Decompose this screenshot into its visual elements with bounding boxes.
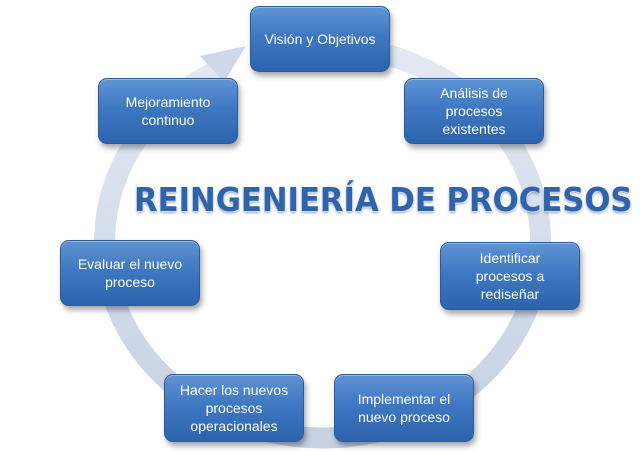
diagram-title: REINGENIERÍA DE PROCESOS xyxy=(134,180,633,219)
step-evaluar-proceso: Evaluar el nuevo proceso xyxy=(60,240,200,306)
step-implementar-proceso: Implementar el nuevo proceso xyxy=(334,374,474,442)
cycle-arrowhead xyxy=(200,46,246,82)
step-mejoramiento-continuo: Mejoramiento continuo xyxy=(98,78,238,144)
step-analisis-procesos: Análisis de procesos existentes xyxy=(404,78,544,144)
step-identificar-procesos: Identificar procesos a rediseñar xyxy=(440,242,580,310)
step-vision-objetivos: Visión y Objetivos xyxy=(250,6,390,72)
step-hacer-operacionales: Hacer los nuevos procesos operacionales xyxy=(164,374,304,442)
